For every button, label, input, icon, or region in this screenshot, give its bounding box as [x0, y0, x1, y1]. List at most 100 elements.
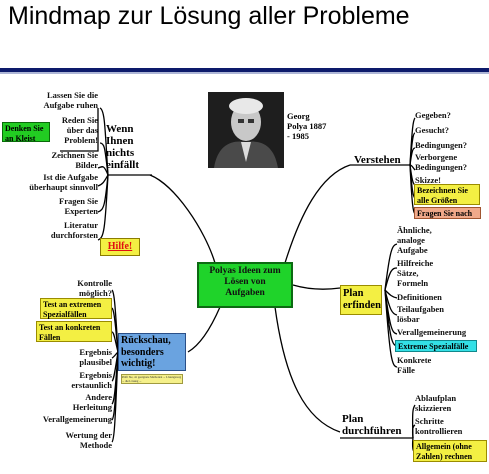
branch-label: Rückschau,: [121, 335, 171, 346]
item-line: skizzieren: [415, 403, 452, 413]
central-topic: Polyas Ideen zum Lösen von Aufgaben: [197, 262, 293, 308]
item-line: Verborgene: [415, 152, 458, 162]
connector-plan: [292, 284, 341, 290]
item-line: Ergebnis: [79, 347, 112, 357]
item-line: Teilaufgaben: [397, 304, 444, 314]
wenn-item: Reden Sie über das Problem!: [40, 115, 98, 145]
branch-plan: Plan erfinden: [340, 285, 382, 315]
rueck-item: Ergebnis plausibel: [50, 347, 112, 367]
item-line: Hilfreiche: [397, 258, 434, 268]
caption-line: Polya 1887: [287, 121, 327, 131]
plan-item: Teilaufgaben lösbar: [397, 304, 444, 324]
verstehen-item: Skizze!: [415, 175, 441, 185]
rueck-item: Wertung der Methode: [40, 430, 112, 450]
item-line: Spezialfällen: [43, 309, 87, 319]
wenn-item: Fragen Sie Experten: [30, 196, 98, 216]
rueck-item: Kontrolle möglich?: [50, 278, 112, 298]
caption-line: Georg: [287, 111, 310, 121]
item-line: Bilder: [75, 160, 98, 170]
wenn-item-highlight: Denken Sie an Kleist: [2, 122, 50, 143]
item-line: Formeln: [397, 278, 429, 288]
item-line: Ergebnis: [79, 370, 112, 380]
branch-wenn: Wenn Ihnen nichts einfällt: [106, 123, 139, 171]
item-line: Kontrolle: [77, 278, 112, 288]
item-line: Allgemein (ohne: [416, 442, 472, 451]
branch-label: Ihnen: [106, 135, 134, 147]
plan-item-highlight: Extreme Spezialfälle: [395, 340, 477, 352]
item-line: Konkrete: [397, 355, 432, 365]
portrait-illustration: [208, 92, 284, 168]
branch-label: einfällt: [106, 159, 139, 171]
rueck-item-highlight: Test an konkreten Fällen: [36, 321, 112, 342]
verstehen-item: Gesucht?: [415, 125, 449, 135]
center-line: Polyas Ideen zum: [209, 266, 281, 276]
item-line: Test an konkreten: [39, 323, 101, 332]
connector-wenn: [149, 174, 216, 264]
item-line: Herleitung: [72, 402, 112, 412]
item-line: Reden Sie: [61, 115, 98, 125]
item-line: Andere: [85, 392, 112, 402]
item-line: Test an extremen: [43, 300, 102, 309]
branch-rueckschau: Rückschau, besonders wichtig!: [118, 333, 186, 371]
item-line: Schritte: [415, 416, 444, 426]
item-line: Sätze,: [397, 268, 419, 278]
branch-label: durchführen: [342, 425, 402, 437]
item-line: Aufgabe: [397, 245, 428, 255]
rueck-item: Andere Herleitung: [50, 392, 112, 412]
durch-item-highlight: Allgemein (ohne Zahlen) rechnen: [413, 440, 487, 462]
item-line: über das: [66, 125, 98, 135]
wenn-item: Zeichnen Sie Bilder: [30, 150, 98, 170]
item-line: Problem!: [64, 135, 98, 145]
portrait-caption: Georg Polya 1887 - 1985: [287, 111, 326, 141]
verstehen-item: Bedingungen?: [415, 140, 467, 150]
item-line: an Kleist: [5, 133, 36, 143]
item-line: Bedingungen?: [415, 162, 467, 172]
item-line: kontrollieren: [415, 426, 463, 436]
item-line: Wertung der: [65, 430, 112, 440]
verstehen-item: Gegeben?: [415, 110, 451, 120]
durch-item: Ablaufplan skizzieren: [415, 393, 456, 413]
item-line: lösbar: [397, 314, 420, 324]
branch-label: Plan: [343, 288, 364, 299]
plan-item: Konkrete Fälle: [397, 355, 431, 375]
plan-item: Verallgemeinerung: [397, 327, 467, 337]
item-line: möglich?: [78, 288, 112, 298]
item-line: Ist die Aufgabe: [43, 172, 98, 182]
rueck-item-highlight: Test an extremen Spezialfällen: [40, 298, 112, 319]
item-line: überhaupt sinnvoll: [29, 182, 98, 192]
branch-durchfuehren: Plan durchführen: [342, 413, 402, 437]
branch-label: nichts: [106, 147, 135, 159]
item-line: Bezeichnen Sie: [417, 186, 468, 195]
branch-label: wichtig!: [121, 358, 156, 369]
item-line: Literatur: [64, 220, 98, 230]
item-line: Zahlen) rechnen: [416, 451, 473, 461]
rueck-item: Verallgemeinerung: [42, 414, 112, 424]
item-line: Fällen: [39, 332, 61, 342]
branch-label: Plan: [342, 413, 364, 425]
item-line: plausibel: [79, 357, 112, 367]
branch-label: besonders: [121, 346, 164, 358]
plan-item: Hilfreiche Sätze, Formeln: [397, 258, 433, 288]
connector-verstehen: [284, 164, 351, 264]
wenn-item: Ist die Aufgabe überhaupt sinnvoll: [10, 172, 98, 192]
center-line: Lösen von: [224, 277, 266, 287]
title-rule: [0, 68, 489, 72]
connector-rueck: [187, 306, 221, 353]
item-line: Denken Sie: [5, 124, 44, 133]
item-line: Fälle: [397, 365, 415, 375]
plan-item: Definitionen: [397, 292, 442, 302]
page-title: Mindmap zur Lösung aller Probleme: [8, 2, 410, 30]
verstehen-item-highlight: Fragen Sie nach: [414, 207, 481, 219]
item-line: erstaunlich: [71, 380, 112, 390]
portrait-photo: [208, 92, 284, 168]
item-line: analoge: [397, 235, 425, 245]
hilfe-badge: Hilfe!: [100, 238, 140, 256]
caption-line: - 1985: [287, 131, 309, 141]
item-line: Methode: [79, 440, 112, 450]
sticky-note: Prüft Sie, ob geeignete Methoden ... Lös…: [121, 374, 183, 384]
branch-label: erfinden: [343, 300, 381, 311]
plan-item: Ähnliche, analoge Aufgabe: [397, 225, 432, 255]
item-line: Fragen Sie: [59, 196, 98, 206]
item-line: Zeichnen Sie: [51, 150, 98, 160]
item-line: alle Größen: [417, 195, 458, 205]
